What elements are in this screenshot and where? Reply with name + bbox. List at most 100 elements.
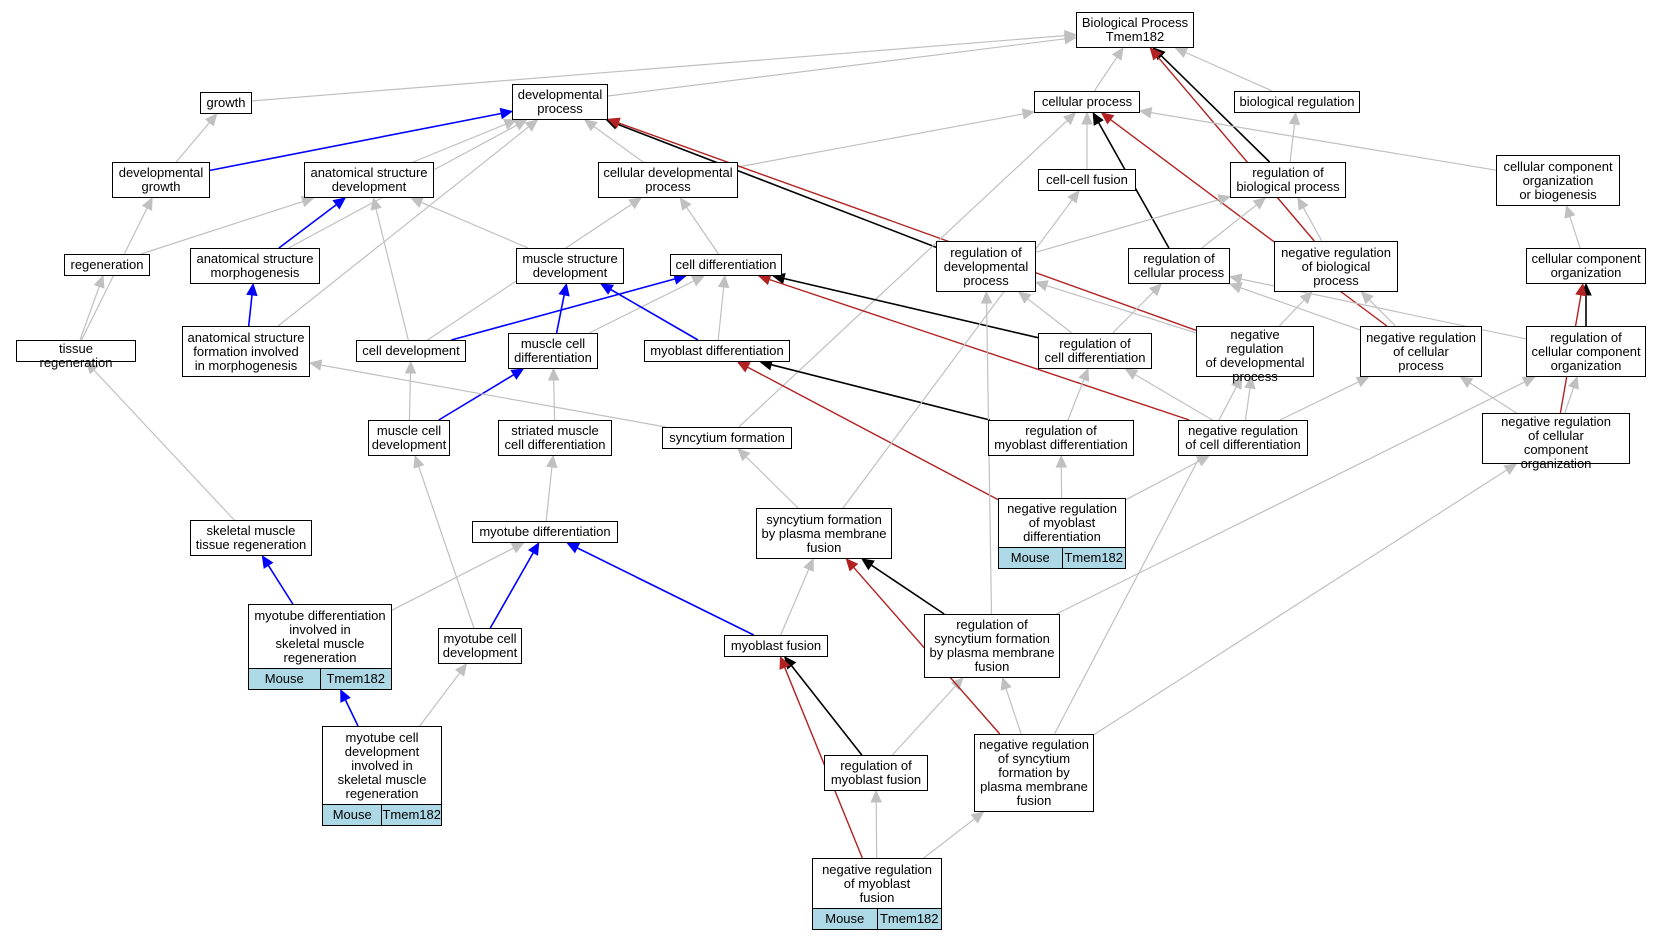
edge-is-a — [1125, 460, 1200, 501]
node-label-line: process — [1232, 369, 1278, 384]
node-myoblast-fusion[interactable]: myoblast fusion — [724, 635, 828, 657]
edge-is-a — [593, 125, 644, 163]
edge-regulates — [783, 277, 1039, 339]
node-regeneration[interactable]: regeneration — [64, 254, 150, 276]
node-syncytium-formation[interactable]: syncytium formation — [662, 427, 792, 449]
node-label-line: morphogenesis — [210, 265, 300, 280]
node-cell-differentiation[interactable]: cell differentiation — [670, 254, 782, 276]
node-label-line: cellular component — [1531, 251, 1641, 266]
edge-is-a — [891, 685, 956, 756]
edge-regulates — [790, 665, 863, 756]
arrowhead-part-of — [246, 282, 258, 297]
edge-is-a — [1005, 688, 1022, 735]
node-growth[interactable]: growth — [200, 92, 252, 114]
arrowhead-is-a — [1568, 375, 1579, 390]
edge-is-a — [140, 200, 304, 255]
edge-is-a — [1185, 51, 1273, 92]
arrowhead-is-a — [1034, 280, 1049, 292]
arrowhead-is-a — [1067, 190, 1080, 204]
node-label-line: regulation of — [956, 617, 1028, 632]
annotation-gene: Tmem182 — [876, 909, 942, 929]
node-label: biological regulation — [1235, 92, 1359, 112]
node-label-line: striated muscle — [511, 423, 599, 438]
arrowhead-is-a — [93, 274, 105, 289]
arrowhead-negatively-regulates — [1149, 47, 1163, 61]
node-label-line: fusion — [974, 659, 1010, 674]
node-biological-regulation[interactable]: biological regulation — [1234, 91, 1360, 113]
node-myotube-differentiation[interactable]: myotube differentiation — [472, 521, 618, 543]
edge-is-a — [986, 302, 993, 615]
arrowhead-is-a — [1297, 196, 1309, 211]
edge-part-of — [576, 547, 755, 636]
node-label-line: of myoblast — [843, 875, 911, 891]
node-label-line: organization — [1550, 357, 1622, 373]
arrowhead-part-of — [332, 197, 347, 210]
edge-is-a — [1035, 199, 1220, 253]
arrowhead-is-a — [737, 448, 751, 462]
node-label-line: cell differentiation — [504, 437, 606, 452]
node-label-line: negative regulation — [1501, 414, 1611, 429]
node-label-line: regeneration — [70, 257, 144, 272]
annotation-gene: Tmem182 — [1061, 548, 1126, 568]
arrowhead-negatively-regulates — [1575, 282, 1587, 297]
arrowhead-part-of — [340, 688, 351, 703]
node-cellular-process[interactable]: cellular process — [1034, 91, 1140, 113]
node-myoblast-differentiation[interactable]: myoblast differentiation — [644, 340, 790, 362]
edge-is-a — [607, 38, 1066, 97]
arrowhead-part-of — [558, 282, 570, 297]
edge-is-a — [251, 35, 1066, 102]
node-cell-development[interactable]: cell development — [356, 340, 466, 362]
edge-negatively-regulates — [747, 366, 999, 501]
node-label-line: cell differentiation — [1044, 350, 1146, 365]
node-cell-cell-fusion[interactable]: cell-cell fusion — [1038, 169, 1136, 191]
node-label-line: regeneration — [345, 785, 419, 801]
edge-is-a — [419, 672, 461, 727]
node-tissue-regeneration[interactable]: tissue regeneration — [16, 340, 136, 370]
edge-regulates — [1160, 55, 1271, 163]
node-label-line: skeletal muscle — [275, 635, 365, 651]
